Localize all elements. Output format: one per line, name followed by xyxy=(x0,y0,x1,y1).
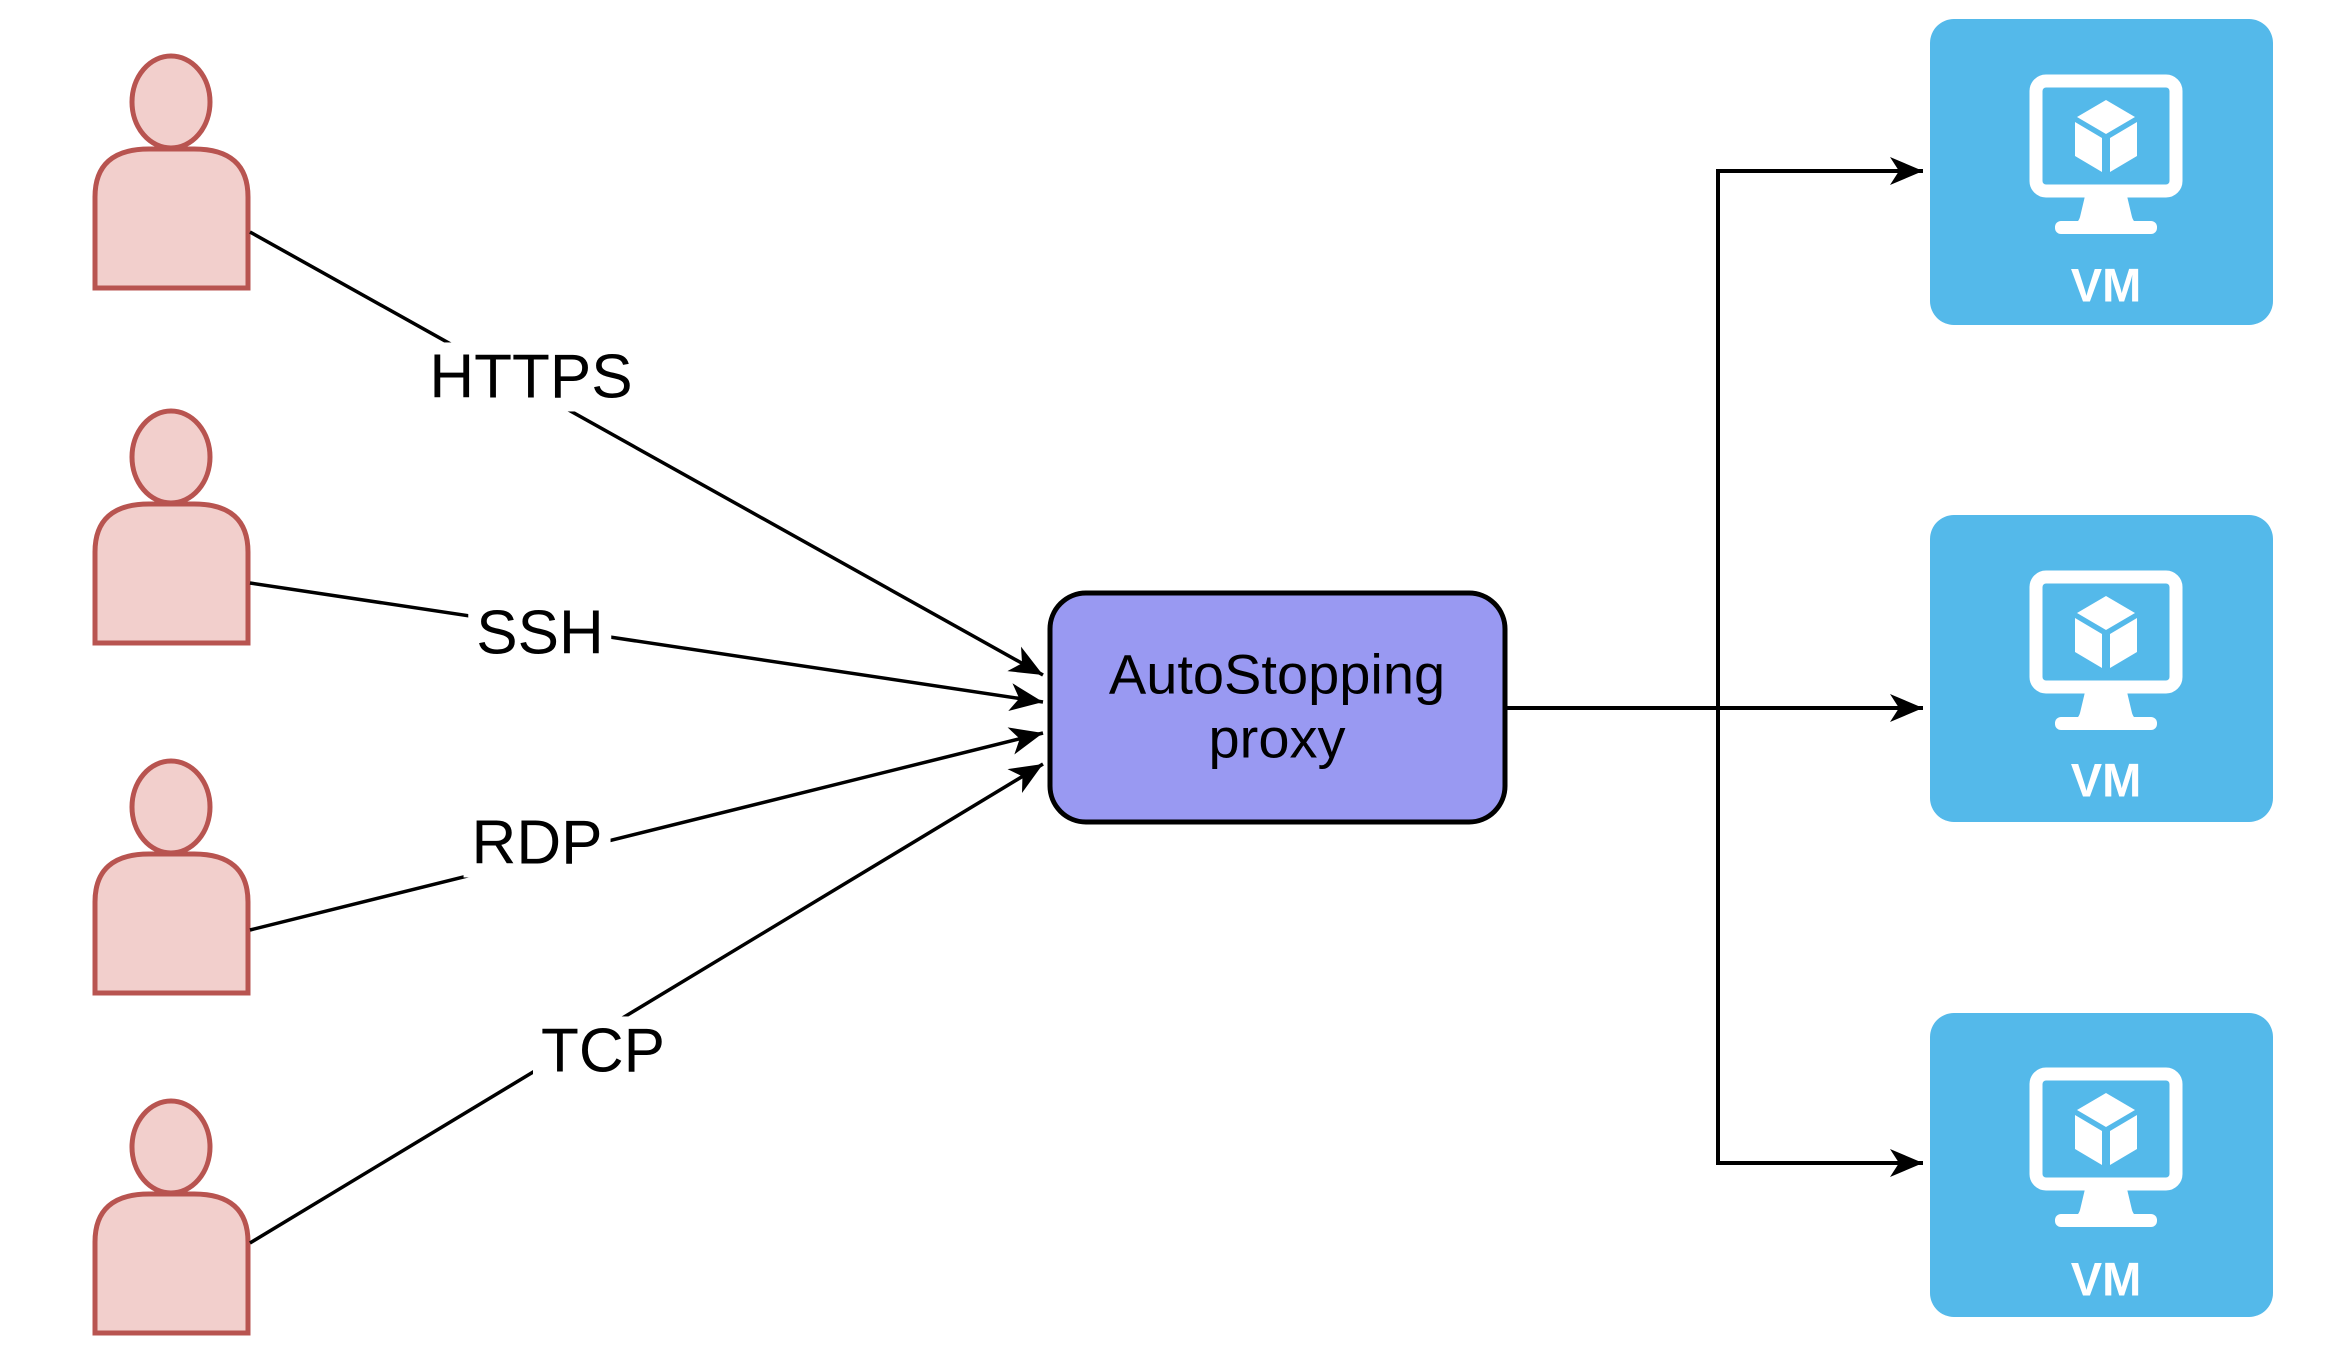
edge-label-ssh: SSH xyxy=(468,598,612,668)
user-icon xyxy=(95,761,248,993)
connector-proxy-to-vm-1 xyxy=(1716,157,1923,708)
edge-ssh-connector xyxy=(249,581,1044,711)
edge-rdp-connector xyxy=(249,727,1044,932)
user-icon xyxy=(95,411,248,643)
vm-label: VM xyxy=(2070,1252,2142,1306)
user-icon xyxy=(95,1101,248,1333)
edge-tcp-connector xyxy=(249,762,1044,1245)
user-icon xyxy=(95,56,248,288)
vm-box xyxy=(1930,19,2273,325)
connector-proxy-to-vm-3 xyxy=(1716,708,1923,1177)
vm-label: VM xyxy=(2070,753,2142,807)
vm-box xyxy=(1930,1013,2273,1317)
edge-label-https: HTTPS xyxy=(421,342,641,412)
proxy-label: AutoStopping proxy xyxy=(1108,642,1446,770)
vm-label: VM xyxy=(2070,258,2142,312)
vm-box xyxy=(1930,515,2273,822)
proxy-box xyxy=(1047,590,1508,825)
edge-label-rdp: RDP xyxy=(463,808,611,878)
edge-https-connector xyxy=(249,230,1044,677)
edge-label-tcp: TCP xyxy=(533,1016,673,1086)
